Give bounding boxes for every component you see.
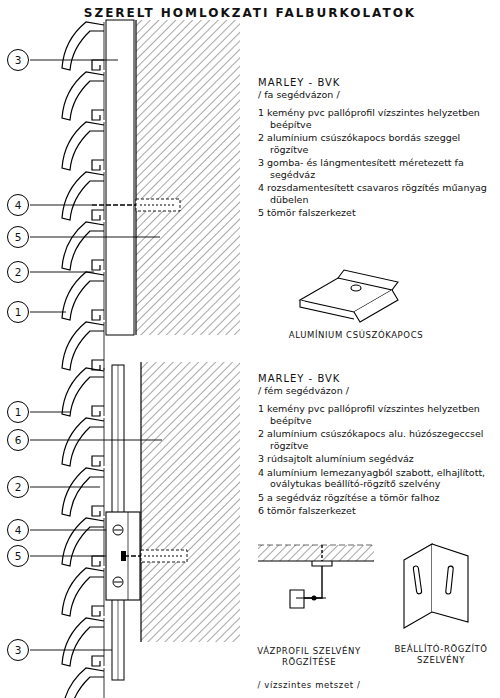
system-name: MARLEY - BVK — [258, 372, 492, 385]
callout-number: 2 — [15, 267, 22, 278]
text-column: MARLEY - BVK/ fa segédvázon / 1 kemény pv… — [258, 76, 492, 221]
callout-circle: 6 — [7, 429, 29, 451]
legend-item: 6 tömör falszerkezet — [258, 505, 492, 517]
clip-detail — [300, 270, 398, 322]
detail-caption: VÁZPROFIL SZELVÉNY RÖGZÍTÉSE — [244, 646, 374, 668]
subtitle: / fém segédvázon / — [258, 385, 492, 397]
legend-item: 4 alumínium lemezanyagból szabott, elhaj… — [258, 467, 492, 490]
leader-lines — [30, 60, 162, 650]
detail-caption: BEÁLLÍTÓ-RÖGZÍTŐ SZELVÉNY — [386, 644, 496, 666]
system-name: MARLEY - BVK — [258, 76, 492, 89]
legend-item: 4 rozsdamentesített csavaros rögzítés mű… — [258, 182, 492, 205]
legend-item: 5 a segédváz rögzítése a tömör falhoz — [258, 492, 492, 504]
wall-hatch — [141, 362, 240, 642]
callout-circle: 1 — [7, 401, 29, 423]
legend-item: 1 kemény pvc pallóprofil vízszintes hely… — [258, 107, 492, 130]
dowel — [136, 199, 180, 211]
callout-circle: 1 — [7, 301, 29, 323]
callout-circle: 5 — [7, 545, 29, 567]
callout-number: 5 — [15, 232, 22, 243]
callout-circle: 5 — [7, 226, 29, 248]
wood-batten — [106, 20, 134, 335]
title: SZERELT HOMLOKZATI FALBURKOLATOK — [40, 6, 460, 20]
text-column: MARLEY - BVK/ fém segédvázon / 1 kemény p… — [258, 372, 492, 519]
legend-item: 3 gomba- és lángmentesített méretezett f… — [258, 157, 492, 180]
callout-number: 6 — [15, 435, 22, 446]
callout-number: 1 — [15, 307, 22, 318]
legend-item: 5 tömör falszerkezet — [258, 207, 492, 219]
callout-number: 5 — [15, 551, 22, 562]
callout-circle: 2 — [7, 261, 29, 283]
horizontal-section — [258, 545, 374, 608]
legend-item: 2 alumínium csúszókapocs alu. húzószegec… — [258, 428, 492, 451]
callout-circle: 4 — [7, 194, 29, 216]
legend-item: 2 alumínium csúszókapocs bordás szeggel … — [258, 132, 492, 155]
callout-number: 4 — [15, 525, 22, 536]
callout-number: 1 — [15, 407, 22, 418]
wall-hatch — [136, 20, 240, 335]
callout-circle: 2 — [7, 476, 29, 498]
siding-profiles — [62, 368, 104, 698]
siding-profiles — [62, 22, 104, 370]
adjusting-bracket — [404, 544, 468, 628]
callout-number: 4 — [15, 200, 22, 211]
callout-number: 3 — [15, 645, 22, 656]
subtitle: / fa segédvázon / — [258, 89, 492, 101]
detail-caption: / vízszintes metszet / — [244, 680, 374, 691]
legend-item: 3 rúdsajtolt alumínium segédváz — [258, 453, 492, 465]
detail-caption: ALUMÍNIUM CSÚSZÓKAPOCS — [286, 330, 426, 341]
callout-number: 3 — [15, 55, 22, 66]
legend-item: 1 kemény pvc pallóprofil vízszintes hely… — [258, 403, 492, 426]
callout-circle: 4 — [7, 519, 29, 541]
callout-circle: 3 — [7, 49, 29, 71]
callout-circle: 3 — [7, 639, 29, 661]
callout-number: 2 — [15, 482, 22, 493]
